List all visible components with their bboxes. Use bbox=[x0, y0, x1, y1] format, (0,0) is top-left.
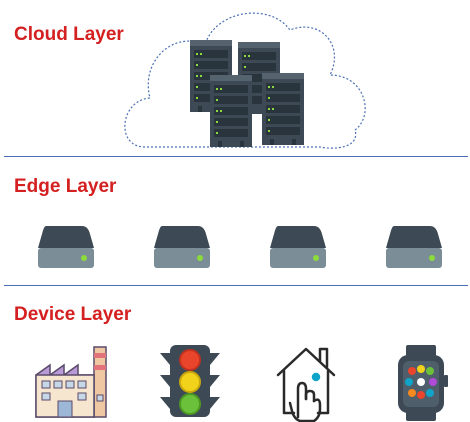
traffic-light-icon bbox=[160, 345, 220, 417]
edge-node-icon bbox=[270, 226, 326, 268]
edge-node-icon bbox=[386, 226, 442, 268]
server-rack-icon bbox=[210, 75, 252, 147]
smartwatch-icon bbox=[398, 345, 448, 421]
cloud-edge-divider bbox=[4, 156, 468, 157]
device-layer-title: Device Layer bbox=[14, 304, 132, 325]
server-rack-icon bbox=[262, 73, 304, 145]
edge-node-icon bbox=[38, 226, 94, 268]
edge-layer-title: Edge Layer bbox=[14, 176, 117, 197]
cloud-layer-title: Cloud Layer bbox=[14, 24, 124, 45]
cloud-outline bbox=[124, 12, 366, 149]
edge-device-divider bbox=[4, 285, 468, 286]
smart-home-icon bbox=[276, 347, 336, 422]
factory-icon bbox=[35, 346, 107, 418]
edge-node-icon bbox=[154, 226, 210, 268]
